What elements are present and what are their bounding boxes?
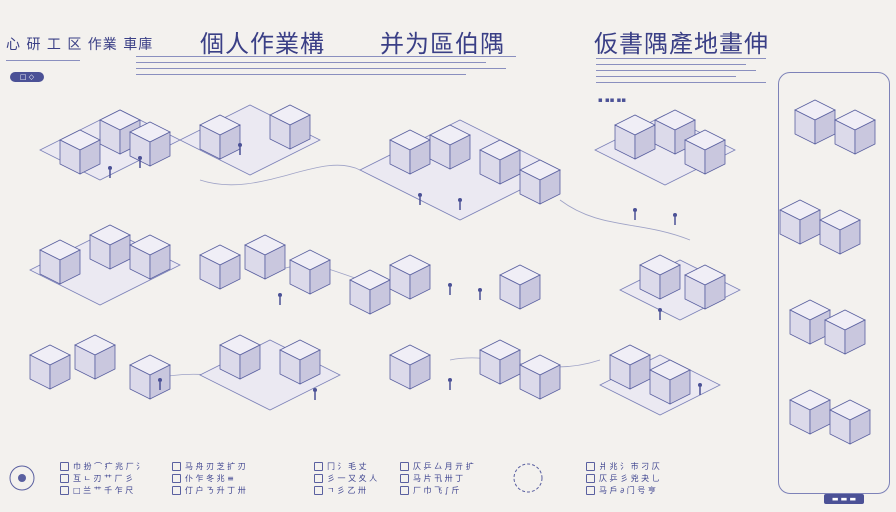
footer-col-4: 仄 乒 厶 月 亓 扩 马 片 卂 卅 丁 厂 巾 飞 ∫ 斤 [400,460,474,496]
bullet-icon [314,485,323,495]
header-rule [596,76,736,77]
side-scene-3 [789,299,866,355]
footer-text: 彡 一 又 夊 人 [327,473,378,483]
footer-text: 冂 氵 毛 丈 [327,461,367,471]
scene-4 [594,109,736,226]
header-rule [136,62,486,63]
scene-2 [179,104,321,176]
bullet-icon [586,461,595,471]
scene-8 [619,254,741,321]
footer-text: 爿 兆 氵 巿 刁 仄 [599,461,660,471]
bullet-icon [586,485,595,495]
scene-5 [29,224,181,306]
side-panel [778,72,890,494]
bullet-icon [172,461,181,471]
legend-badge: ▬ ▬ ▬ [824,494,864,504]
footer-text: 马 舟 刃 芝 扩 刃 [185,461,246,471]
bullet-icon [60,473,69,483]
footer-col-1: 巾 扮 ⌒ 疒 兆 厂 氵 互 ㄴ 刃 艹 厂 彡 □ 兰 艹 千 乍 尺 [60,460,144,496]
scene-11 [389,339,561,400]
connector-path [199,164,361,186]
bullet-icon [314,461,323,471]
footer-text: 仆 乍 冬 兆 ≡ [185,473,234,483]
header-rule [136,68,506,69]
scene-1 [39,109,181,181]
header-rule [136,74,466,75]
scene-9 [29,334,171,400]
top-left-pill[interactable]: □ ◇ [10,72,44,82]
footer-text: ㄱ 彡 乙 卅 [327,485,366,495]
bullet-icon [60,461,69,471]
footer-text: 仄 乒 彡 兇 夬 乚 [599,473,660,483]
footer-text: 巾 扮 ⌒ 疒 兆 厂 氵 [73,461,145,471]
scene-12 [599,344,721,416]
connector-path [559,199,691,241]
scene-6 [199,234,331,306]
scene-7 [349,254,541,315]
bullet-icon [172,473,181,483]
top-right-marks: ▪ ▪▪ ▪▪ [598,96,627,104]
header-rule [596,70,756,71]
footer-col-5: 爿 兆 氵 巿 刁 仄 仄 乒 彡 兇 夬 乚 马 戶 ∂ 门 号 亨 [586,460,660,496]
footer-icon-b [510,460,550,502]
header-mid-title-b: 并为區伯隅 [380,30,505,58]
footer-col-2: 马 舟 刃 芝 扩 刃 仆 乍 冬 兆 ≡ 仃 户 ㄋ 升 丁 卅 [172,460,246,496]
footer-text: □ 兰 艹 千 乍 尺 [73,485,134,495]
header-right-title: 仮書隅產地畫伸 [594,30,769,58]
bullet-icon [400,485,409,495]
header-rule [596,82,766,83]
footer-text: 仄 乒 厶 月 亓 扩 [413,461,474,471]
bullet-icon [400,461,409,471]
header-rule [596,58,766,59]
header-rule [136,56,516,57]
scene-10 [199,334,341,411]
footer-text: 马 戶 ∂ 门 号 亨 [599,485,656,495]
bullet-icon [314,473,323,483]
header-left-title: 心 研 工 区 作業 車庫 [6,37,154,53]
bullet-icon [586,473,595,483]
connector-path [449,357,601,368]
side-scene-1 [794,99,876,155]
footer-text: 厂 巾 飞 ∫ 斤 [413,485,460,495]
bullet-icon [172,485,181,495]
side-scene-2 [779,199,861,255]
footer-icon-a [6,460,56,502]
side-scene-4 [789,389,871,445]
bullet-icon [400,473,409,483]
header-rule [6,60,80,61]
footer-col-3: 冂 氵 毛 丈 彡 一 又 夊 人 ㄱ 彡 乙 卅 [314,460,377,496]
footer-text: 仃 户 ㄋ 升 丁 卅 [185,485,246,495]
header-rule [596,64,746,65]
scene-3 [359,119,561,221]
footer-text: 互 ㄴ 刃 艹 厂 彡 [73,473,134,483]
header-mid-title-a: 個人作業構 [200,30,325,58]
footer-text: 马 片 卂 卅 丁 [413,473,464,483]
bullet-icon [60,485,69,495]
